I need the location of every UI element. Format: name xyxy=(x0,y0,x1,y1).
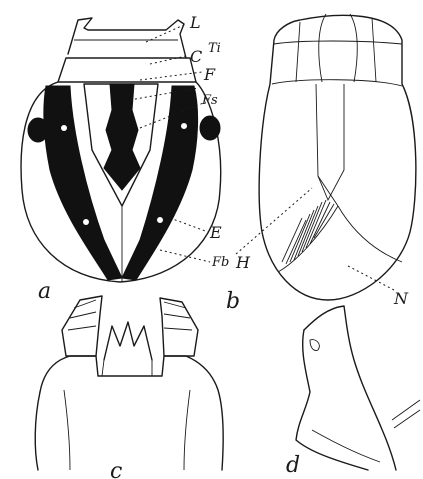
mouthparts xyxy=(104,322,152,360)
label-E: E xyxy=(209,223,222,242)
panel-c-head-detail xyxy=(35,296,223,470)
panel-label-c: c xyxy=(110,459,122,479)
panel-d-side-detail xyxy=(296,306,420,470)
label-N: N xyxy=(393,289,409,308)
side-detail-outline xyxy=(304,306,396,470)
right-spot xyxy=(200,116,220,140)
label-F: F xyxy=(203,65,216,84)
right-claw xyxy=(160,298,198,356)
panel-b-ventral-view xyxy=(236,14,416,300)
pronotum-band xyxy=(58,58,196,82)
label-Fs: Fs xyxy=(201,93,218,108)
left-spot xyxy=(28,118,48,142)
label-Fb: Fb xyxy=(211,255,229,270)
head-detail-outline xyxy=(40,356,223,470)
label-L: L xyxy=(189,13,201,32)
central-spear xyxy=(104,84,140,190)
label-C: C xyxy=(190,47,202,66)
panel-label-d: d xyxy=(286,453,300,478)
label-H: H xyxy=(235,253,251,272)
hatched-patch xyxy=(282,200,334,264)
panel-label-a: a xyxy=(38,279,51,304)
head-outline xyxy=(68,18,186,58)
panel-label-b: b xyxy=(226,289,240,314)
label-Ti: Ti xyxy=(208,41,221,56)
